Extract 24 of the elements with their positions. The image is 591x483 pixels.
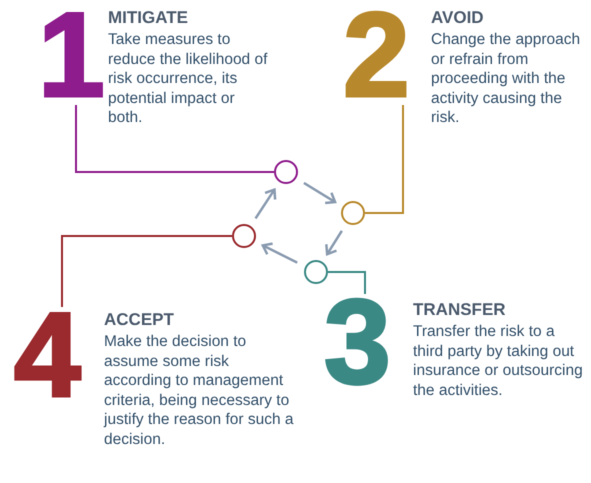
step-description: Change the approach or refrain from proceeding with the activity causing the risk. <box>431 30 582 128</box>
circle-marker <box>274 160 298 184</box>
leader-line <box>75 105 274 173</box>
step-description: Take measures to reduce the likelihood of risk occurrence, its potential impact or both. <box>108 30 268 128</box>
leader-line <box>365 105 404 214</box>
leader-line <box>328 271 366 294</box>
arrow <box>254 188 276 220</box>
leader-line <box>61 235 232 307</box>
circle-marker <box>341 201 365 225</box>
arrow <box>325 230 343 256</box>
step-number: 3 <box>324 292 391 392</box>
step-number: 1 <box>38 5 105 105</box>
arrow <box>262 242 298 264</box>
step-number: 2 <box>343 5 410 105</box>
step-description: Transfer the risk to a third party by taking out insurance or outsourcing the activities. <box>413 322 584 400</box>
circle-marker <box>304 260 328 284</box>
step-heading: MITIGATE <box>108 8 189 28</box>
step-description: Make the decision to assume some risk according to management criteria, being necessary to justify the reason for such a decision. <box>104 332 294 449</box>
step-heading: TRANSFER <box>413 300 507 320</box>
circle-marker <box>232 224 256 248</box>
step-number: 4 <box>14 305 81 405</box>
step-heading: ACCEPT <box>104 310 175 330</box>
arrow <box>303 182 336 204</box>
step-heading: AVOID <box>431 8 485 28</box>
